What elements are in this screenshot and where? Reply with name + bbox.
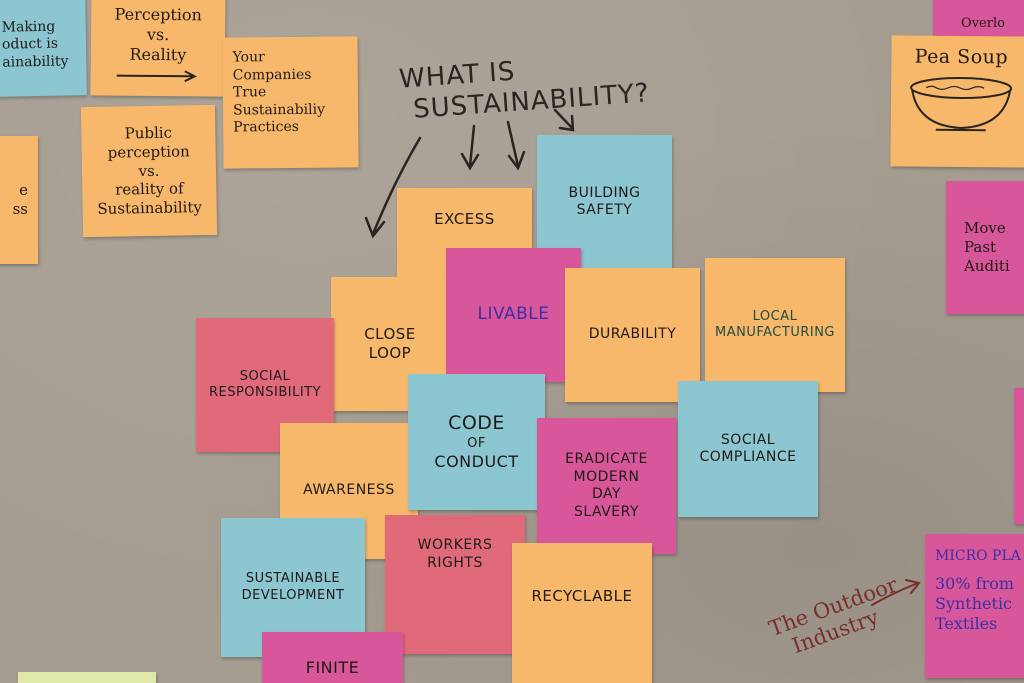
sticky-note-livable: Livable — [446, 248, 581, 382]
sticky-note-local-manufacturing: Local Manufacturing — [705, 258, 845, 392]
note-line: Responsibility — [208, 385, 322, 400]
sticky-note-building-safety: Building Safety — [537, 135, 672, 269]
sticky-note-recyclable: Recyclable — [512, 543, 652, 683]
note-line: Development — [241, 587, 345, 603]
sticky-note-pea-soup: Pea Soup — [890, 35, 1024, 168]
note-line: Safety — [576, 202, 633, 218]
arrow-right-icon — [871, 582, 919, 606]
note-line: Micro Pla — [935, 548, 1021, 564]
note-line: Conduct — [434, 452, 519, 471]
note-line: Compliance — [699, 449, 797, 465]
sticky-note-perception-vs-reality: Perception vs. Reality — [90, 0, 226, 97]
note-line: Local — [752, 308, 798, 324]
sticky-note-overload: Overlo — [933, 0, 1024, 38]
note-line: Excess — [434, 210, 495, 228]
note-line: Rights — [427, 554, 483, 571]
note-line: Social — [720, 431, 776, 448]
note-line: Modern — [573, 468, 640, 485]
note-line: Code — [448, 412, 505, 434]
arrow-right-icon — [116, 70, 197, 83]
arrow-down-icon — [553, 108, 574, 130]
arrow-down-icon — [371, 136, 422, 236]
note-line: e — [19, 181, 28, 200]
sticky-note-lime — [18, 672, 156, 683]
note-line: Auditi — [964, 256, 1010, 275]
sticky-note-micro-plastics: Micro Pla 30% from Synthetic Textiles — [925, 534, 1024, 678]
note-line: Move — [964, 219, 1006, 238]
sticky-note-social-compliance: Social Compliance — [678, 381, 818, 517]
sticky-note-finite: Finite — [262, 632, 403, 683]
note-line: Eradicate — [565, 451, 648, 467]
note-line: Textiles — [935, 613, 998, 633]
note-line: Social — [239, 368, 291, 384]
arrow-down-icon — [468, 124, 476, 168]
note-line: Past — [964, 238, 997, 257]
note-line: Sustainable — [245, 571, 341, 587]
note-line: Durability — [588, 326, 677, 343]
arrow-down-icon — [506, 120, 520, 168]
sticky-note-move-past: Move Past Auditi — [946, 181, 1024, 314]
note-line: ss — [12, 200, 28, 218]
note-line: Loop — [368, 344, 412, 362]
soup-bowl-icon — [910, 76, 1013, 131]
note-line: Day — [591, 486, 622, 502]
sticky-note-code-of-conduct: Code of Conduct — [408, 374, 545, 510]
note-line: Manufacturing — [715, 325, 835, 340]
sticky-note-eradicate-slavery: Eradicate Modern Day Slavery — [537, 418, 676, 554]
note-line: Workers — [417, 537, 493, 553]
note-line: Awareness — [303, 482, 395, 499]
note-line: 30% from — [935, 573, 1015, 593]
note-line: Finite — [305, 658, 360, 677]
note-line: Overlo — [961, 15, 1005, 31]
note-line: Synthetic — [935, 593, 1013, 613]
sticky-note-edge-right — [1014, 388, 1024, 524]
sticky-note-workers-rights: Workers Rights — [385, 515, 525, 654]
sticky-note-left-edge: e ss — [0, 136, 38, 264]
note-line: Recyclable — [531, 587, 633, 605]
note-line: Close — [364, 325, 416, 344]
note-line: Building — [568, 184, 641, 201]
note-line: Slavery — [574, 503, 639, 520]
note-line: Livable — [477, 304, 550, 325]
note-line: of — [467, 435, 486, 451]
sticky-note-durability: Durability — [565, 268, 700, 402]
